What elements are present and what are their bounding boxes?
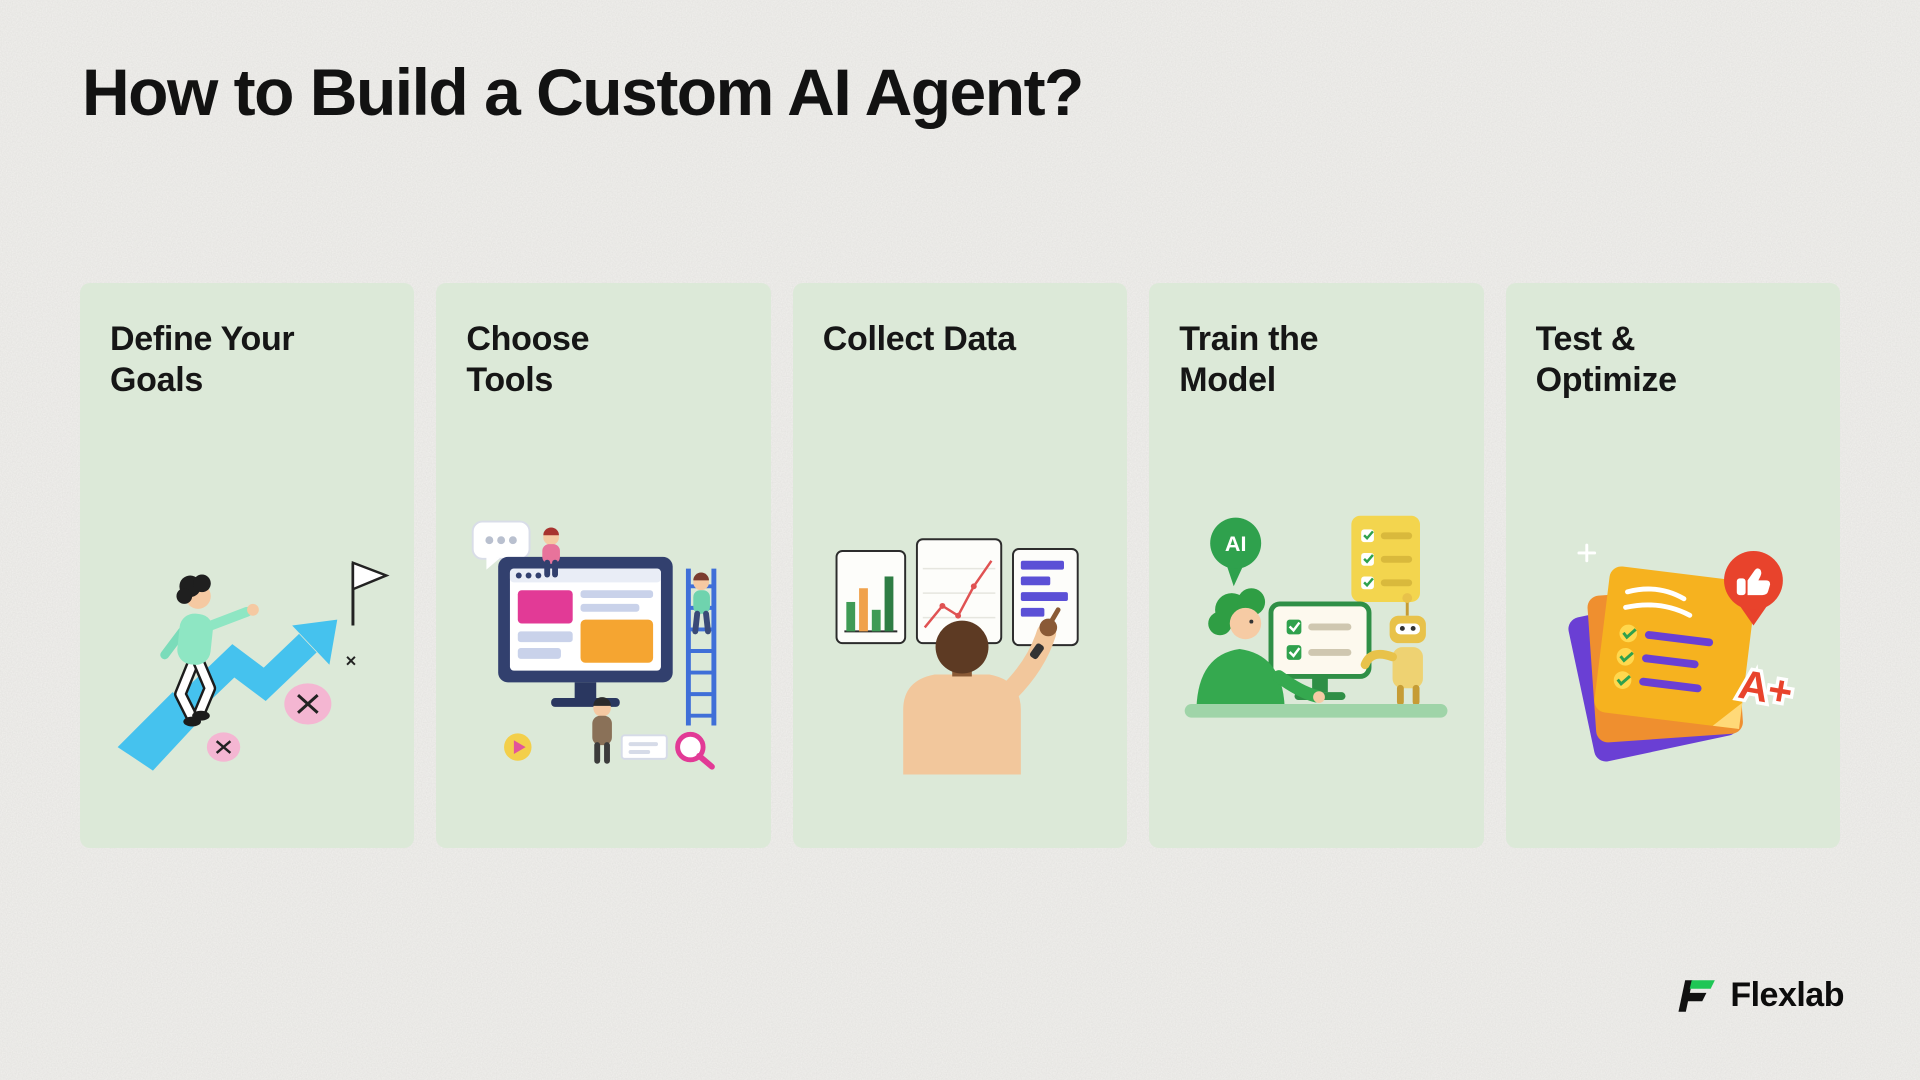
worker-on-ladder-figure: [691, 572, 711, 635]
x-marker-icons: [206, 656, 356, 763]
page-title: How to Build a Custom AI Agent?: [82, 55, 1084, 129]
graded-documents-graphic: A+: [1568, 543, 1799, 762]
sparkle-icon: [1577, 543, 1596, 563]
trainer-figure: [1196, 588, 1326, 709]
card-title-test-and-optimize: Test & Optimize: [1535, 320, 1677, 400]
ai-speech-bubble-icon: AI: [1210, 517, 1262, 587]
define-goals-illustration: [94, 443, 400, 832]
card-collect-data: Collect Data: [792, 283, 1128, 848]
goal-arrow-graphic: [117, 561, 390, 771]
card-train-the-model: Train the Model AI: [1149, 283, 1484, 848]
checklist-card-graphic: [1351, 515, 1421, 603]
worker-standing-figure: [591, 697, 612, 764]
grade-a-plus-text: A+: [1735, 661, 1796, 716]
ai-bubble-text: AI: [1225, 531, 1247, 556]
play-badge-icon: [503, 733, 532, 762]
person-figure: [160, 574, 259, 727]
chat-bubble-icon: [471, 520, 531, 570]
training-monitor-graphic: [1268, 601, 1372, 701]
papers-graphic: [620, 734, 668, 761]
magnifier-icon: [674, 732, 715, 770]
bar-chart-panel: [835, 550, 907, 645]
training-scene-graphic: AI: [1185, 515, 1448, 718]
monitor-graphic: [497, 557, 673, 708]
collect-data-illustration: [807, 443, 1113, 832]
data-panels-graphic: [835, 538, 1079, 775]
thumbs-up-badge-icon: [1723, 551, 1783, 626]
gold-checklist-sheet-graphic: [1594, 566, 1756, 730]
card-title-collect-data: Collect Data: [822, 320, 1016, 358]
worker-on-monitor-figure: [541, 527, 560, 578]
steps-row: Define Your Goals: [80, 283, 1840, 848]
card-test-and-optimize: Test & Optimize: [1505, 283, 1840, 848]
card-choose-tools: Choose Tools: [436, 283, 771, 848]
arrow-up-icon: [292, 619, 338, 665]
card-title-train-the-model: Train the Model: [1179, 320, 1319, 400]
train-model-illustration: AI: [1163, 443, 1469, 832]
card-define-your-goals: Define Your Goals: [80, 283, 415, 848]
card-title-define-your-goals: Define Your Goals: [110, 320, 295, 400]
analyst-figure: [903, 607, 1061, 775]
brand-logo-text: Flexlab: [1730, 975, 1844, 1014]
card-title-choose-tools: Choose Tools: [466, 320, 590, 400]
flexlab-logo-icon: [1678, 980, 1716, 1012]
brand-logo: Flexlab: [1676, 974, 1844, 1016]
choose-tools-illustration: [450, 443, 756, 832]
line-chart-panel: [915, 538, 1003, 645]
flag-icon: [351, 561, 390, 626]
robot-figure: [1360, 593, 1427, 706]
desk-graphic: [1185, 704, 1448, 718]
progress-bars-panel: [1011, 548, 1079, 647]
website-builder-graphic: [471, 520, 716, 770]
test-optimize-illustration: A+: [1520, 443, 1826, 832]
